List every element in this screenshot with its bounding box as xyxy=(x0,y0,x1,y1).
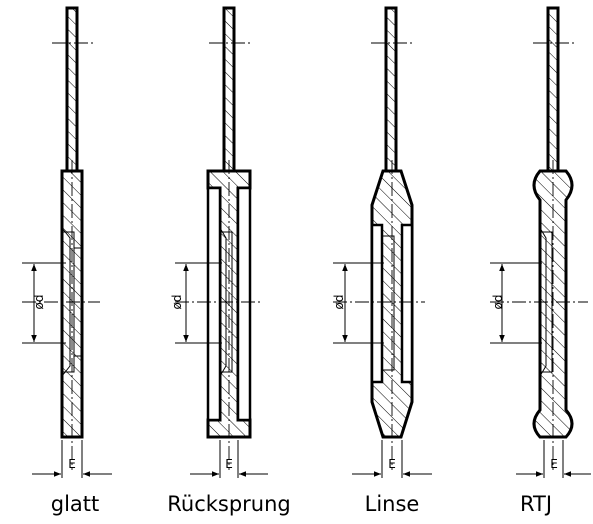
diameter-label: ød xyxy=(491,295,505,310)
flange-linse: ød E xyxy=(332,6,432,478)
flange-glatt: ød E xyxy=(22,6,112,478)
caption-ruecksprung: Rücksprung xyxy=(167,492,291,516)
flange-rtj: ød E xyxy=(490,6,591,478)
diameter-label: ød xyxy=(32,295,46,310)
thickness-label: E xyxy=(225,457,233,471)
diameter-label: ød xyxy=(332,295,346,310)
thickness-label: E xyxy=(388,457,396,471)
flange-ruecksprung: ød E xyxy=(170,6,268,478)
caption-linse: Linse xyxy=(364,492,420,516)
thickness-label: E xyxy=(550,457,558,471)
caption-rtj: RTJ xyxy=(519,492,553,516)
diameter-label: ød xyxy=(170,295,184,310)
caption-glatt: glatt xyxy=(50,492,100,516)
thickness-label: E xyxy=(68,457,76,471)
